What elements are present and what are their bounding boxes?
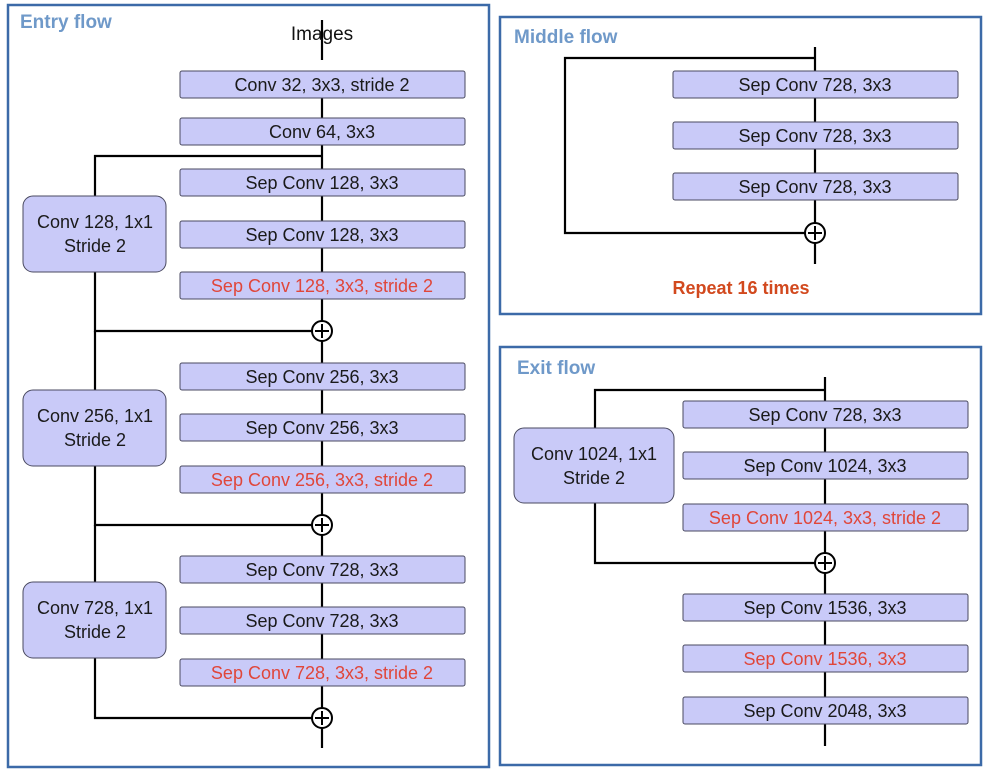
exit-layer-5-label: Sep Conv 2048, 3x3 — [743, 701, 906, 721]
entry-layer-9: Sep Conv 728, 3x3 — [179, 606, 466, 635]
input-images-label: Images — [291, 24, 353, 45]
exit-layer-2: Sep Conv 1024, 3x3, stride 2 — [682, 503, 969, 532]
middle-layer-2: Sep Conv 728, 3x3 — [672, 172, 959, 201]
middle-layer-0: Sep Conv 728, 3x3 — [672, 70, 959, 99]
entry-shortcut-2-line2: Stride 2 — [64, 622, 126, 642]
exit-layer-0-label: Sep Conv 728, 3x3 — [748, 405, 901, 425]
entry-layer-4: Sep Conv 128, 3x3, stride 2 — [179, 271, 466, 300]
entry-layer-1-label: Conv 64, 3x3 — [269, 122, 375, 142]
entry-layer-3: Sep Conv 128, 3x3 — [179, 220, 466, 249]
exit-shortcut: Conv 1024, 1x1 Stride 2 — [513, 427, 675, 504]
entry-add-node-3 — [311, 707, 333, 729]
entry-layer-3-label: Sep Conv 128, 3x3 — [245, 225, 398, 245]
entry-shortcut-2-line1: Conv 728, 1x1 — [37, 598, 153, 618]
exit-layer-2-label: Sep Conv 1024, 3x3, stride 2 — [709, 508, 941, 528]
exit-layer-4: Sep Conv 1536, 3x3 — [682, 644, 969, 673]
entry-flow-title: Entry flow — [20, 12, 112, 33]
middle-layer-0-label: Sep Conv 728, 3x3 — [738, 75, 891, 95]
entry-flow-panel: Entry flow Images Conv 32, 3x3, stride 2… — [6, 3, 491, 769]
entry-add-node-2 — [311, 514, 333, 536]
exit-shortcut-line1: Conv 1024, 1x1 — [531, 444, 657, 464]
entry-layer-2-label: Sep Conv 128, 3x3 — [245, 173, 398, 193]
middle-layer-1: Sep Conv 728, 3x3 — [672, 121, 959, 150]
entry-shortcut-0: Conv 128, 1x1 Stride 2 — [22, 195, 167, 273]
exit-layer-5: Sep Conv 2048, 3x3 — [682, 696, 969, 725]
middle-skip-connection — [563, 56, 815, 235]
entry-layer-8-label: Sep Conv 728, 3x3 — [245, 560, 398, 580]
entry-layer-2: Sep Conv 128, 3x3 — [179, 168, 466, 197]
entry-layer-0-label: Conv 32, 3x3, stride 2 — [234, 75, 409, 95]
entry-layer-6-label: Sep Conv 256, 3x3 — [245, 418, 398, 438]
entry-layer-5-label: Sep Conv 256, 3x3 — [245, 367, 398, 387]
exit-layer-1-label: Sep Conv 1024, 3x3 — [743, 456, 906, 476]
entry-layer-0: Conv 32, 3x3, stride 2 — [179, 70, 466, 99]
middle-flow-border — [498, 15, 983, 316]
exit-flow-panel: Exit flow Sep Conv 728, 3x3 Sep Conv 102… — [498, 345, 983, 767]
exit-shortcut-line2: Stride 2 — [563, 468, 625, 488]
middle-flow-title: Middle flow — [514, 27, 618, 48]
entry-layer-9-label: Sep Conv 728, 3x3 — [245, 611, 398, 631]
entry-shortcut-1: Conv 256, 1x1 Stride 2 — [22, 389, 167, 467]
entry-shortcut-1-line1: Conv 256, 1x1 — [37, 406, 153, 426]
exit-layer-3: Sep Conv 1536, 3x3 — [682, 593, 969, 622]
exit-layer-3-label: Sep Conv 1536, 3x3 — [743, 598, 906, 618]
entry-layer-1: Conv 64, 3x3 — [179, 117, 466, 146]
entry-shortcut-1-line2: Stride 2 — [64, 430, 126, 450]
repeat-label: Repeat 16 times — [672, 278, 809, 298]
exit-add-node — [814, 552, 836, 574]
entry-layer-5: Sep Conv 256, 3x3 — [179, 362, 466, 391]
entry-shortcut-0-line1: Conv 128, 1x1 — [37, 212, 153, 232]
middle-flow-panel: Middle flow Sep Conv 728, 3x3 Sep Conv 7… — [498, 15, 983, 316]
middle-layer-2-label: Sep Conv 728, 3x3 — [738, 177, 891, 197]
entry-layer-7: Sep Conv 256, 3x3, stride 2 — [179, 465, 466, 494]
entry-add-node-1 — [311, 320, 333, 342]
exit-layer-1: Sep Conv 1024, 3x3 — [682, 451, 969, 480]
entry-layer-10-label: Sep Conv 728, 3x3, stride 2 — [211, 663, 433, 683]
entry-shortcut-0-line2: Stride 2 — [64, 236, 126, 256]
middle-add-node — [804, 222, 826, 244]
exit-flow-title: Exit flow — [517, 358, 595, 379]
entry-layer-6: Sep Conv 256, 3x3 — [179, 413, 466, 442]
exit-layer-0: Sep Conv 728, 3x3 — [682, 400, 969, 429]
entry-layer-4-label: Sep Conv 128, 3x3, stride 2 — [211, 276, 433, 296]
entry-shortcut-2: Conv 728, 1x1 Stride 2 — [22, 581, 167, 659]
entry-layer-8: Sep Conv 728, 3x3 — [179, 555, 466, 584]
middle-layer-1-label: Sep Conv 728, 3x3 — [738, 126, 891, 146]
exit-layer-4-label: Sep Conv 1536, 3x3 — [743, 649, 906, 669]
entry-layer-7-label: Sep Conv 256, 3x3, stride 2 — [211, 470, 433, 490]
entry-layer-10: Sep Conv 728, 3x3, stride 2 — [179, 658, 466, 687]
